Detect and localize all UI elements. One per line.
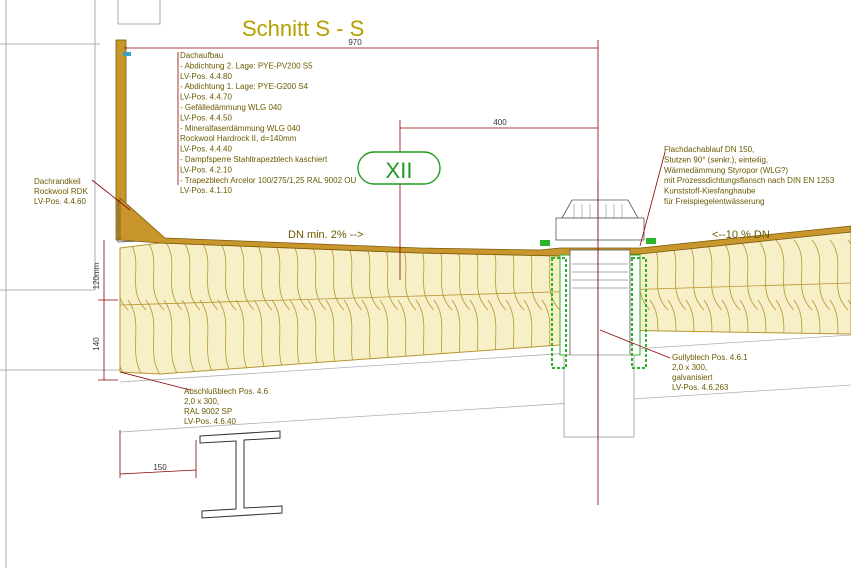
insulation-batt-line (127, 299, 147, 374)
note-line: LV-Pos. 4.2.10 (180, 165, 232, 174)
insulation-batt-line (145, 299, 165, 374)
note-line: Rockwool RDK (34, 187, 88, 196)
note-line: LV-Pos. 4.1.10 (180, 186, 232, 195)
insulation-batt-line (163, 299, 183, 374)
insulation-batt-line (757, 239, 777, 311)
drawing-title: Schnitt S - S (242, 16, 364, 41)
wall-outline (0, 0, 161, 568)
note-line: Dachaufbau (180, 51, 223, 60)
detail-marker: XII (357, 151, 441, 185)
insulation-batt-line (793, 239, 813, 311)
note-line: Wärmedämmung Styropor (WLG?) (664, 166, 788, 175)
note-roof-buildup: Dachaufbau- Abdichtung 2. Lage: PYE-PV20… (180, 51, 356, 195)
note-line: LV-Pos. 4.4.40 (180, 145, 232, 154)
dimension-lines (91, 40, 671, 505)
insulation-batt-line (829, 239, 849, 311)
note-line: Gullyblech Pos. 4.6.1 (672, 353, 748, 362)
note-line: - Trapezblech Arcelor 100/275/1,25 RAL 9… (180, 176, 356, 185)
note-line: für Freispiegelentwässerung (664, 197, 765, 206)
note-line: - Gefälledämmung WLG 040 (180, 103, 282, 112)
slope-label-right: <--10 % DN (712, 229, 770, 241)
insulation-batt-line (127, 239, 147, 311)
roof-drain (540, 180, 656, 440)
note-line: Kunststoff-Kiesfanghaube (664, 187, 756, 196)
insulation-batt-line (235, 239, 255, 311)
dim-120mm: 120mm (92, 262, 101, 289)
dim-400: 400 (493, 118, 507, 127)
note-line: RAL 9002 SP (184, 407, 232, 416)
insulation-batt-line (217, 239, 237, 311)
note-line: LV-Pos. 4.4.70 (180, 93, 232, 102)
note-line: 2,0 x 300, (184, 397, 219, 406)
note-line: LV-Pos. 4.6.40 (184, 417, 236, 426)
detail-marker-label: XII (386, 158, 413, 183)
dim-140: 140 (92, 337, 101, 351)
slab-lines (119, 334, 851, 433)
insulation-batt-line (739, 239, 759, 311)
note-line: Flachdachablauf DN 150, (664, 145, 754, 154)
note-line: mit Prozessdichtungsflansch nach DIN EN … (664, 176, 835, 185)
roof-membrane (119, 197, 851, 257)
insulation-batt-line (811, 239, 831, 311)
note-line: Rockwool Hardrock II, d=140mm (180, 134, 297, 143)
note-line: LV-Pos. 4.4.80 (180, 72, 232, 81)
note-line: LV-Pos. 4.6.263 (672, 383, 729, 392)
note-line: - Abdichtung 1. Lage: PYE-G200 S4 (180, 82, 309, 91)
note-gully-sheet: Gullyblech Pos. 4.6.12,0 x 300,galvanisi… (672, 353, 748, 392)
slope-label-left: DN min. 2% --> (288, 229, 364, 241)
dim-970: 970 (348, 38, 362, 47)
insulation-batt-line (120, 299, 129, 374)
insulation-batt-line (775, 239, 795, 311)
note-roof-drain: Flachdachablauf DN 150,Stutzen 90° (senk… (664, 145, 835, 206)
note-line: Stutzen 90° (senkr.), einteilig, (664, 155, 768, 164)
note-line: Abschlußblech Pos. 4.6 (184, 387, 269, 396)
note-line: 2,0 x 300, (672, 363, 707, 372)
note-line: - Abdichtung 2. Lage: PYE-PV200 S5 (180, 61, 313, 70)
note-line: Dachrandkeil (34, 177, 81, 186)
insulation-batt-line (199, 239, 219, 311)
note-line: LV-Pos. 4.4.60 (34, 197, 86, 206)
note-line: - Dampfsperre Stahltrapezblech kaschiert (180, 155, 328, 164)
note-line: LV-Pos. 4.4.50 (180, 113, 232, 122)
insulation-batt-line (181, 239, 201, 311)
steel-beam (199, 430, 283, 519)
insulation-batt-line (721, 239, 741, 311)
note-line: galvanisiert (672, 373, 713, 382)
note-closing-sheet: Abschlußblech Pos. 4.62,0 x 300,RAL 9002… (184, 387, 269, 426)
note-line: - Mineralfaserdämmung WLG 040 (180, 124, 301, 133)
dim-150: 150 (153, 463, 167, 472)
insulation-batt-line (120, 239, 129, 311)
